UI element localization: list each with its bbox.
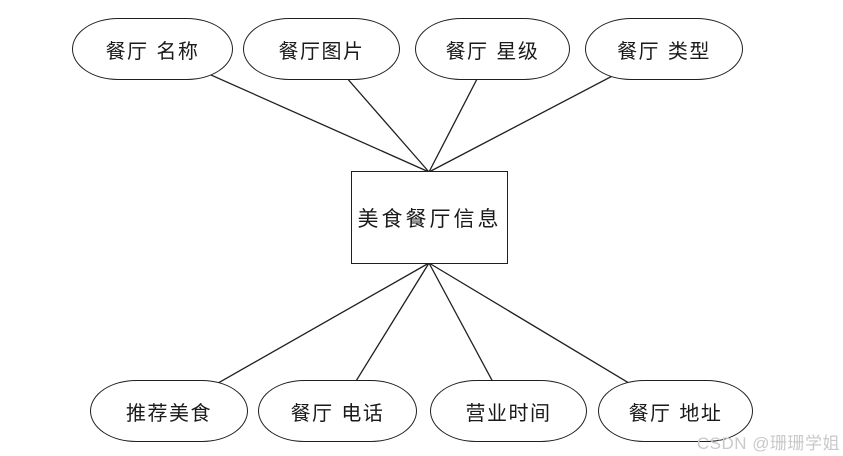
attribute-restaurant-address: 餐厅 地址 [598,380,753,442]
attribute-business-hours: 营业时间 [430,380,587,442]
attribute-label: 餐厅 电话 [290,400,385,425]
attribute-restaurant-name: 餐厅 名称 [72,18,233,80]
entity-label: 美食餐厅信息 [357,206,502,231]
attribute-label: 推荐美食 [126,400,212,425]
attribute-label: 餐厅 类型 [617,38,711,63]
attribute-label: 餐厅图片 [278,38,365,63]
attribute-recommended-food: 推荐美食 [90,380,248,442]
csdn-watermark: CSDN @珊珊学姐 [696,434,840,453]
attribute-restaurant-star-rating: 餐厅 星级 [415,18,570,80]
attribute-restaurant-phone: 餐厅 电话 [258,380,417,442]
attribute-label: 餐厅 地址 [628,400,723,425]
attribute-label: 餐厅 星级 [445,38,540,63]
entity-food-restaurant-info: 美食餐厅信息 [351,171,508,264]
attribute-label: 餐厅 名称 [105,38,200,63]
attribute-restaurant-image: 餐厅图片 [243,18,400,80]
attribute-restaurant-type: 餐厅 类型 [585,18,743,80]
attribute-label: 营业时间 [465,400,552,425]
